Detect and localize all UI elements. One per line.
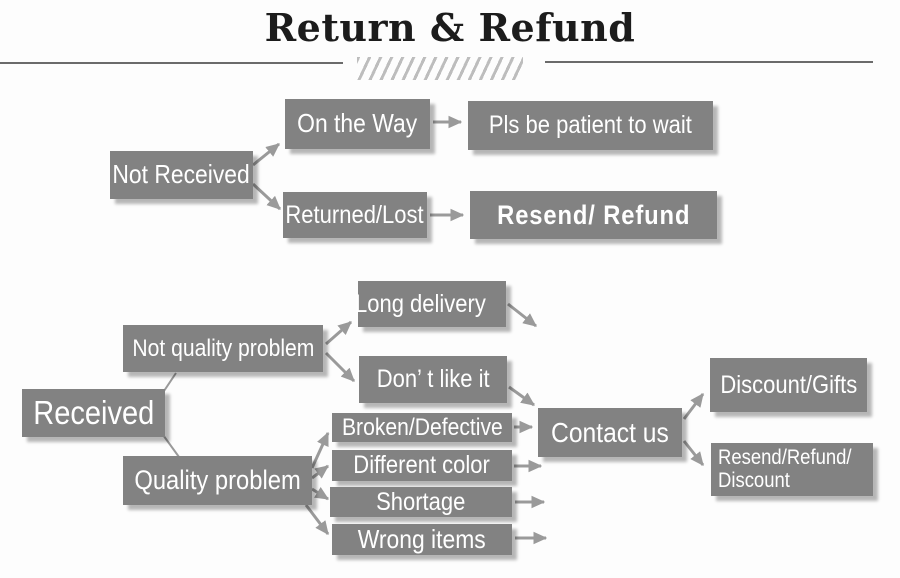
arrow-quality-to-wrong-items [304, 504, 330, 535]
node-on-the-way: On the Way [285, 99, 430, 149]
node-label: Returned/Lost [285, 200, 425, 229]
node-returned-lost: Returned/Lost [283, 192, 427, 238]
arrow-not-quality-to-dont-like [324, 351, 356, 383]
node-label: Wrong items [357, 523, 486, 554]
title-hatch-decoration [357, 57, 523, 80]
node-pls-be-patient: Pls be patient to wait [468, 101, 713, 150]
node-label: Discount/Gifts [720, 370, 857, 399]
node-label: On the Way [297, 108, 418, 139]
arrow-long-delivery-out [507, 302, 537, 328]
node-label: Pls be patient to wait [488, 111, 693, 140]
node-label: Broken/Defective [341, 413, 503, 441]
title-rule-left [0, 62, 343, 64]
node-long-delivery: Long delivery [355, 281, 506, 327]
arrow-not-quality-to-long-delivery [325, 320, 352, 346]
arrow-not-received-to-on-the-way [252, 142, 280, 167]
arrow-contact-us-to-discount-gifts [682, 393, 705, 420]
node-resend-refund: Resend/ Refund [470, 191, 717, 239]
arrow-contact-us-to-resend-refund-discount [682, 440, 705, 466]
node-label: Don’ t like it [376, 365, 490, 394]
arrow-dont-like-to-contact-us [508, 385, 535, 407]
arrow-not-received-to-returned-lost [251, 182, 282, 211]
node-label: Not quality problem [132, 334, 314, 362]
node-label: Quality problem [134, 465, 301, 496]
node-broken-defective: Broken/Defective [332, 413, 512, 442]
node-different-color: Different color [332, 450, 512, 481]
node-dont-like-it: Don’ t like it [359, 356, 507, 403]
node-not-received: Not Received [110, 151, 253, 199]
title-rule-right [545, 61, 873, 63]
node-resend-refund-discount: Resend/Refund/ Discount [711, 443, 873, 496]
node-discount-gifts: Discount/Gifts [710, 358, 867, 412]
node-label: Resend/Refund/ Discount [718, 446, 852, 492]
node-label: Different color [353, 451, 491, 480]
node-quality-problem: Quality problem [123, 456, 312, 505]
node-label: Resend/ Refund [496, 199, 691, 230]
node-shortage: Shortage [330, 487, 512, 517]
node-label: Contact us [551, 416, 669, 448]
arrow-quality-to-broken [310, 431, 330, 469]
page-title: Return & Refund [264, 5, 636, 50]
node-label: Shortage [376, 487, 466, 516]
node-label: Not Received [112, 159, 251, 190]
node-contact-us: Contact us [538, 408, 682, 457]
node-received: Received [22, 389, 165, 437]
arrow-quality-to-shortage [311, 486, 330, 501]
node-label: Received [32, 393, 155, 431]
node-label: Long delivery [355, 289, 486, 318]
node-not-quality-problem: Not quality problem [123, 325, 323, 372]
node-wrong-items: Wrong items [332, 524, 512, 555]
arrow-quality-to-different-color [311, 464, 329, 480]
